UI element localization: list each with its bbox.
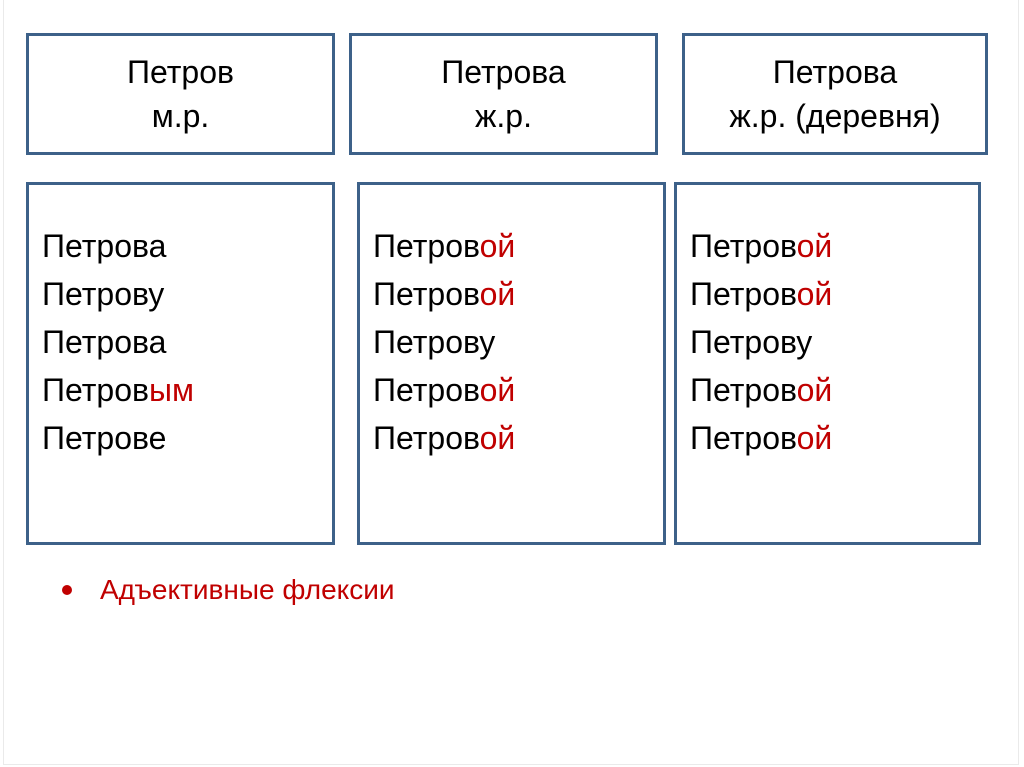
declension-form: Петровой xyxy=(690,270,972,318)
declension-box-masculine: Петрова Петрову Петрова Петровым Петрове xyxy=(26,182,335,545)
form-ending: ой xyxy=(796,372,833,408)
bullet-text: Адъективные флексии xyxy=(100,574,395,605)
declension-form: Петровой xyxy=(373,270,657,318)
header-box-masculine: Петров м.р. xyxy=(26,33,335,155)
declension-form: Петровой xyxy=(373,366,657,414)
declension-box-feminine-village: Петровой Петровой Петрову Петровой Петро… xyxy=(674,182,981,545)
declension-form: Петрове xyxy=(42,414,326,462)
header-subtitle: ж.р. xyxy=(475,98,532,134)
declension-form: Петрову xyxy=(42,270,326,318)
form-stem: Петров xyxy=(690,420,797,456)
form-stem: Петрова xyxy=(42,324,167,360)
declension-form: Петрову xyxy=(690,318,972,366)
form-stem: Петров xyxy=(373,276,480,312)
header-box-feminine: Петрова ж.р. xyxy=(349,33,658,155)
form-stem: Петров xyxy=(690,372,797,408)
form-stem: Петрове xyxy=(42,420,167,456)
form-ending: ой xyxy=(796,228,833,264)
header-subtitle: м.р. xyxy=(151,98,210,134)
form-ending: ой xyxy=(479,372,516,408)
form-stem: Петров xyxy=(373,228,480,264)
declension-form: Петровым xyxy=(42,366,326,414)
declension-form: Петровой xyxy=(690,222,972,270)
form-ending: ой xyxy=(796,276,833,312)
header-title: Петрова xyxy=(441,54,566,90)
header-title: Петров xyxy=(127,54,234,90)
declension-box-feminine: Петровой Петровой Петрову Петровой Петро… xyxy=(357,182,666,545)
form-ending: ой xyxy=(479,276,516,312)
header-subtitle: ж.р. (деревня) xyxy=(729,98,941,134)
declension-form: Петровой xyxy=(373,222,657,270)
header-title: Петрова xyxy=(772,54,898,90)
form-stem: Петрову xyxy=(373,324,496,360)
declension-form: Петрова xyxy=(42,318,326,366)
declension-form: Петрова xyxy=(42,222,326,270)
header-box-feminine-village: Петрова ж.р. (деревня) xyxy=(682,33,988,155)
form-ending: ой xyxy=(796,420,833,456)
form-ending: ым xyxy=(148,372,194,408)
form-stem: Петров xyxy=(373,420,480,456)
declension-form: Петровой xyxy=(373,414,657,462)
form-stem: Петров xyxy=(690,228,797,264)
bullet-dot-icon xyxy=(62,585,72,595)
declension-form: Петровой xyxy=(690,414,972,462)
bullet-item: Адъективные флексии xyxy=(62,570,395,610)
declension-form: Петрову xyxy=(373,318,657,366)
form-stem: Петров xyxy=(42,372,149,408)
form-stem: Петрову xyxy=(690,324,813,360)
form-stem: Петрова xyxy=(42,228,167,264)
form-ending: ой xyxy=(479,420,516,456)
form-stem: Петрову xyxy=(42,276,165,312)
declension-form: Петровой xyxy=(690,366,972,414)
form-ending: ой xyxy=(479,228,516,264)
form-stem: Петров xyxy=(373,372,480,408)
form-stem: Петров xyxy=(690,276,797,312)
